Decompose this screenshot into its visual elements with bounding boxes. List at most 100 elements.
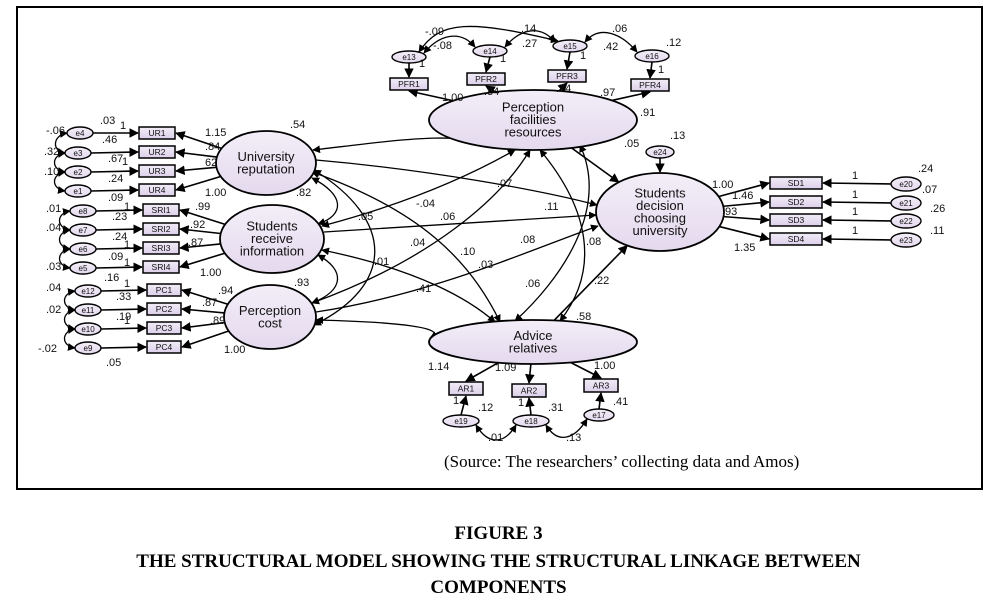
coefficient-label: .58 — [576, 311, 591, 323]
error-label-e23: e23 — [899, 236, 913, 245]
coefficient-label: .32 — [44, 146, 59, 158]
coefficient-label: 1 — [124, 257, 130, 269]
error-path-e6 — [95, 243, 143, 253]
coefficient-label: .24 — [108, 173, 123, 185]
coefficient-label: .93 — [294, 277, 309, 289]
error-path-e8 — [95, 205, 143, 215]
error-e4 — [66, 126, 94, 140]
coefficient-label: .06 — [612, 23, 627, 35]
coefficient-label: .03 — [100, 115, 115, 127]
error-label-e7: e7 — [79, 226, 88, 235]
error-path-e11 — [100, 304, 147, 314]
coefficient-label: 1 — [852, 170, 858, 182]
error-e18 — [512, 414, 550, 428]
error-e16 — [634, 49, 670, 63]
error-e24 — [645, 145, 675, 159]
error-e8 — [69, 204, 97, 218]
figure-title: THE STRUCTURAL MODEL SHOWING THE STRUCTU… — [0, 549, 997, 601]
coefficient-label: 1 — [124, 315, 130, 327]
coefficient-label: 1.00 — [205, 187, 226, 199]
coefficient-label: 1.15 — [205, 127, 226, 139]
source-note: (Source: The researchers’ collecting dat… — [444, 452, 800, 471]
loading-path-sd1 — [718, 180, 770, 198]
error-covariance-e2-e1 — [53, 169, 66, 194]
indicator-box-sd2 — [769, 195, 823, 209]
path-ur-to-sd — [315, 159, 598, 207]
error-path-e3 — [90, 147, 139, 157]
loading-path-pfr3 — [557, 82, 568, 93]
latent-label-line: Students — [246, 219, 298, 234]
loading-path-ar1 — [465, 362, 499, 382]
error-e3 — [64, 146, 92, 160]
loading-path-pc3 — [181, 321, 225, 332]
coefficient-label: .06 — [440, 211, 455, 223]
coefficient-label: 1 — [580, 50, 586, 62]
path-pc-to-sd — [315, 224, 599, 313]
coefficient-label: .16 — [104, 272, 119, 284]
indicator-label-ar2: AR2 — [521, 386, 538, 396]
figure-title-line1: THE STRUCTURAL MODEL SHOWING THE STRUCTU… — [136, 551, 861, 572]
error-path-e15 — [563, 51, 574, 70]
error-label-e16: e16 — [645, 52, 659, 61]
error-e1 — [64, 184, 92, 198]
coefficient-label: .08 — [520, 234, 535, 246]
indicator-box-sri2 — [142, 222, 180, 236]
indicator-label-ur3: UR3 — [148, 166, 165, 176]
coefficient-label: .24 — [918, 163, 933, 175]
error-label-e15: e15 — [563, 42, 577, 51]
indicator-label-pc3: PC3 — [156, 323, 173, 333]
coefficient-label: .93 — [722, 206, 737, 218]
coefficient-label: 1.00 — [442, 92, 463, 104]
error-e17 — [583, 408, 615, 422]
loading-path-ar3 — [570, 361, 602, 379]
coefficient-label: .84 — [484, 86, 499, 98]
error-covariance-e12-e11 — [63, 288, 76, 313]
indicator-label-ar1: AR1 — [458, 384, 475, 394]
coefficient-label: .46 — [102, 134, 117, 146]
error-label-e4: e4 — [76, 129, 85, 138]
coefficient-label: .27 — [522, 38, 537, 50]
coefficient-label: .04 — [46, 222, 61, 234]
error-label-e10: e10 — [81, 325, 95, 334]
indicator-box-sd4 — [769, 232, 823, 246]
loading-path-sd4 — [719, 225, 770, 242]
error-covariance-e10-e9 — [63, 326, 76, 351]
loading-path-sri1 — [179, 208, 226, 226]
indicator-label-sd2: SD2 — [788, 197, 805, 207]
coefficient-label: .01 — [488, 432, 503, 444]
latent-label-line: cost — [258, 315, 282, 330]
error-e9 — [74, 341, 102, 355]
indicator-label-pfr2: PFR2 — [475, 74, 497, 84]
loading-path-ur4 — [175, 175, 221, 193]
coefficient-label: .08 — [586, 236, 601, 248]
loading-path-sri2 — [179, 225, 221, 235]
latent-label-line: Perception — [239, 303, 301, 318]
error-path-e16 — [646, 61, 656, 79]
indicator-box-pc4 — [146, 340, 182, 354]
loading-path-ur1 — [175, 131, 222, 150]
coefficient-label: 1 — [852, 189, 858, 201]
coefficient-label: .23 — [112, 211, 127, 223]
error-e20 — [890, 176, 922, 192]
covariance-ur-pc — [313, 169, 376, 326]
error-path-e9 — [100, 342, 147, 352]
coefficient-label: .84 — [205, 141, 220, 153]
error-path-e22 — [822, 215, 892, 225]
indicator-label-pfr4: PFR4 — [639, 80, 661, 90]
error-e15 — [552, 39, 588, 53]
coefficient-label: .07 — [497, 178, 512, 190]
error-label-e12: e12 — [81, 287, 95, 296]
loading-path-ur3 — [175, 165, 217, 176]
coefficient-label: 1 — [500, 53, 506, 65]
error-path-e14 — [483, 56, 493, 73]
error-label-e20: e20 — [899, 180, 913, 189]
indicator-box-ur4 — [138, 183, 176, 197]
loading-path-ar2 — [525, 363, 535, 384]
error-path-e21 — [822, 197, 892, 207]
coefficient-label: 62 — [205, 157, 217, 169]
error-e23 — [890, 232, 922, 248]
indicator-label-pc1: PC1 — [156, 285, 173, 295]
